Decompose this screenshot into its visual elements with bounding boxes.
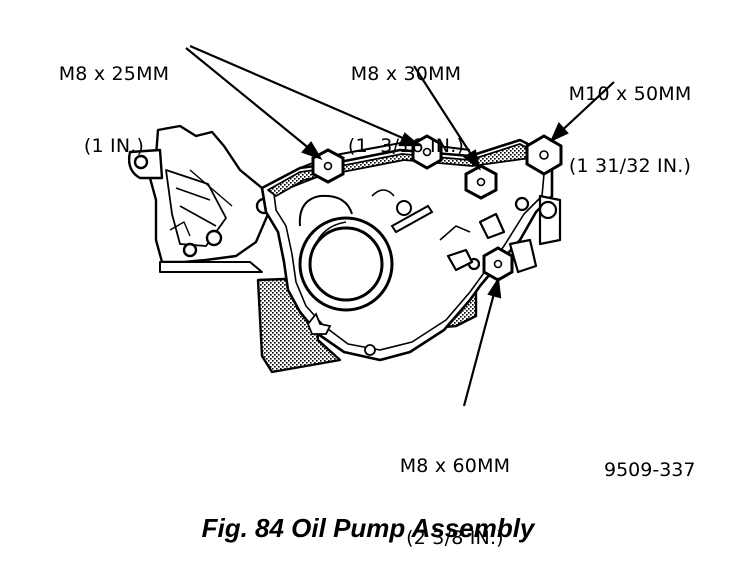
engine-block-bracket [127,124,273,273]
bolt-m10-50mm-icon [525,134,563,176]
oil-pump-illustration [127,44,615,407]
callout-m8-60mm-inch: (2 3/8 IN.) [406,527,504,549]
callout-m8-30mm: M8 x 30MM (1 3/16 IN.) [320,14,492,182]
callout-m8-60mm-size: M8 x 60MM [399,455,511,477]
callout-m8-30mm-inch: (1 3/16 IN.) [347,135,465,157]
callout-m8-25mm: M8 x 25MM (1 IN.) [34,14,194,182]
bolt-m8-60mm-icon [482,246,514,282]
right-side-boss [446,194,562,274]
figure-caption: Fig. 84 Oil Pump Assembly [201,513,535,543]
callout-m8-30mm-size: M8 x 30MM [350,63,462,85]
callout-m8-25mm-size: M8 x 25MM [58,63,170,85]
leader-arrows [185,44,615,407]
figure-id: 9509-337 [604,459,696,481]
callout-m10-50mm: M10 x 50MM (1 31/32 IN.) [540,34,720,202]
bolt-m8-30mm-icon [464,164,498,200]
callout-m8-60mm: M8 x 60MM (2 3/8 IN.) [366,406,544,574]
callout-m10-50mm-inch: (1 31/32 IN.) [568,155,692,177]
pump-rotor-bore [298,189,471,356]
callout-m8-25mm-inch: (1 IN.) [83,135,145,157]
callout-m10-50mm-size: M10 x 50MM [568,83,692,105]
